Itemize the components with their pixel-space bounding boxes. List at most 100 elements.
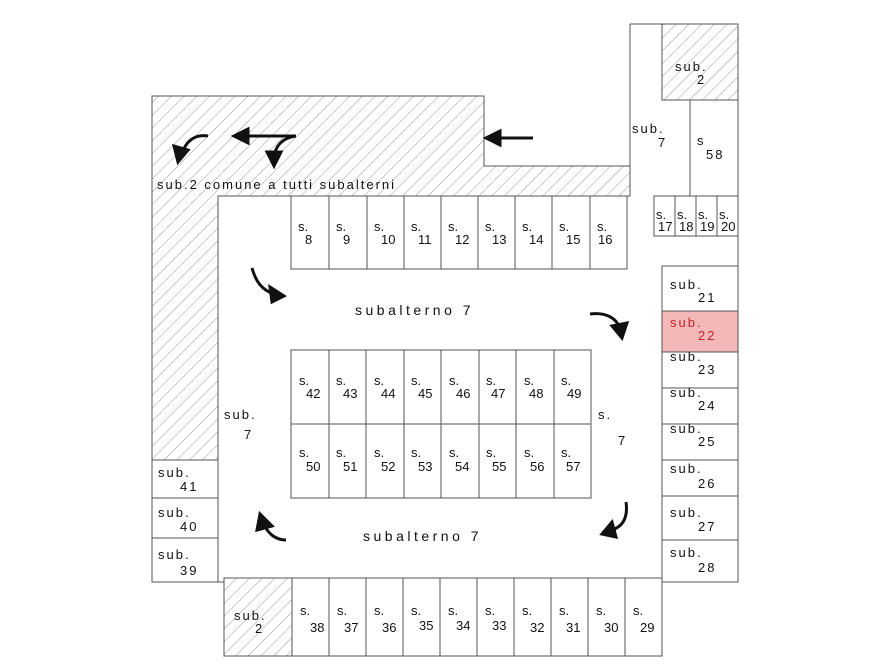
spot-51-number: 51 xyxy=(343,459,358,474)
spot-34-prefix: s. xyxy=(448,603,459,618)
spot-11-number: 11 xyxy=(418,232,432,247)
spot-38-prefix: s. xyxy=(300,603,311,618)
side-left-prefix: sub. xyxy=(224,407,257,422)
spot-46-prefix: s. xyxy=(449,373,460,388)
spot-32-prefix: s. xyxy=(522,603,533,618)
corner-bottom-left-num: 2 xyxy=(255,621,265,636)
spot-56-prefix: s. xyxy=(524,445,535,460)
spot-14-prefix: s. xyxy=(522,219,533,234)
spot-55-number: 55 xyxy=(492,459,507,474)
spot-42-prefix: s. xyxy=(299,373,310,388)
spot-32-number: 32 xyxy=(530,620,545,635)
spot-53-prefix: s. xyxy=(411,445,422,460)
unit-39-prefix: sub. xyxy=(158,547,191,562)
spot-49-number: 49 xyxy=(567,386,582,401)
spot-30-number: 30 xyxy=(604,620,619,635)
spot-50-prefix: s. xyxy=(299,445,310,460)
spot-36-prefix: s. xyxy=(374,603,385,618)
unit-58-num: 58 xyxy=(706,147,725,162)
unit-20-prefix: s. xyxy=(719,207,730,222)
spot-44-number: 44 xyxy=(381,386,396,401)
unit-19-number: 19 xyxy=(700,219,715,234)
unit-24-prefix: sub. xyxy=(670,385,703,400)
spot-8-prefix: s. xyxy=(298,219,309,234)
spot-8-number: 8 xyxy=(305,232,313,247)
spot-31-prefix: s. xyxy=(559,603,570,618)
spot-43-number: 43 xyxy=(343,386,358,401)
spot-13-prefix: s. xyxy=(485,219,496,234)
arrow-turn-bottom-right-icon xyxy=(599,501,628,539)
spot-33-number: 33 xyxy=(492,618,507,633)
unit-28-number: 28 xyxy=(698,560,717,575)
unit-39-number: 39 xyxy=(180,563,199,578)
common-area-hatched xyxy=(151,95,631,461)
spot-9-number: 9 xyxy=(343,232,351,247)
row-top-grid xyxy=(290,195,628,270)
spot-31-number: 31 xyxy=(566,620,581,635)
unit-27-number: 27 xyxy=(698,519,717,534)
spot-52-prefix: s. xyxy=(374,445,385,460)
driveway-label-bottom: subalterno 7 xyxy=(363,528,483,544)
corner-top-right-prefix: sub. xyxy=(675,59,708,74)
corner-bottom-left-prefix: sub. xyxy=(234,608,267,623)
spot-57-prefix: s. xyxy=(561,445,572,460)
spot-46-number: 46 xyxy=(456,386,471,401)
unit-20-number: 20 xyxy=(721,219,736,234)
spot-56-number: 56 xyxy=(530,459,545,474)
spot-30-prefix: s. xyxy=(596,603,607,618)
spot-34-number: 34 xyxy=(456,618,471,633)
spot-12-prefix: s. xyxy=(448,219,459,234)
unit-27-prefix: sub. xyxy=(670,505,703,520)
spot-55-prefix: s. xyxy=(486,445,497,460)
left-column-grid xyxy=(151,459,219,583)
unit-21-prefix: sub. xyxy=(670,277,703,292)
unit-40-number: 40 xyxy=(180,519,199,534)
unit-26-prefix: sub. xyxy=(670,461,703,476)
spot-48-number: 48 xyxy=(529,386,544,401)
spot-35-prefix: s. xyxy=(411,603,422,618)
unit-40-prefix: sub. xyxy=(158,505,191,520)
spot-35-number: 35 xyxy=(419,618,434,633)
spot-10-prefix: s. xyxy=(374,219,385,234)
corridor-label-num: 7 xyxy=(658,135,668,150)
spot-33-prefix: s. xyxy=(485,603,496,618)
spot-29-prefix: s. xyxy=(633,603,644,618)
spot-29-number: 29 xyxy=(640,620,655,635)
arrow-down-right-icon xyxy=(589,312,630,342)
spot-47-prefix: s. xyxy=(486,373,497,388)
corner-sub2-bottom xyxy=(223,577,293,657)
unit-25-number: 25 xyxy=(698,434,717,449)
spot-53-number: 53 xyxy=(418,459,433,474)
arrow-turn-bottom-left-icon xyxy=(255,510,287,542)
unit-22-number: 22 xyxy=(698,328,717,343)
unit-24-number: 24 xyxy=(698,398,717,413)
unit-23-number: 23 xyxy=(698,362,717,377)
right-column-grid xyxy=(661,265,739,583)
corridor-label-prefix: sub. xyxy=(632,121,665,136)
spot-37-number: 37 xyxy=(344,620,359,635)
spot-48-prefix: s. xyxy=(524,373,535,388)
arrow-top-left-icon xyxy=(230,126,297,170)
spot-43-prefix: s. xyxy=(336,373,347,388)
unit-22-prefix: sub. xyxy=(670,315,703,330)
arrow-entry-icon xyxy=(482,128,533,148)
spot-45-number: 45 xyxy=(418,386,433,401)
spot-9-prefix: s. xyxy=(336,219,347,234)
spot-13-number: 13 xyxy=(492,232,507,247)
unit-17-number: 17 xyxy=(658,219,673,234)
spot-51-prefix: s. xyxy=(336,445,347,460)
row-bottom-grid xyxy=(291,577,663,657)
spot-36-number: 36 xyxy=(382,620,397,635)
side-right-num: 7 xyxy=(618,433,628,448)
spot-49-prefix: s. xyxy=(561,373,572,388)
corner-sub2-top xyxy=(661,23,739,101)
unit-23-prefix: sub. xyxy=(670,349,703,364)
spot-52-number: 52 xyxy=(381,459,396,474)
spot-42-number: 42 xyxy=(306,386,321,401)
spot-44-prefix: s. xyxy=(374,373,385,388)
arrow-u-turn-icon xyxy=(171,134,209,166)
unit-17-prefix: s. xyxy=(656,207,667,222)
spot-54-number: 54 xyxy=(455,459,470,474)
common-area-label: sub.2 comune a tutti subalterni xyxy=(157,177,397,192)
